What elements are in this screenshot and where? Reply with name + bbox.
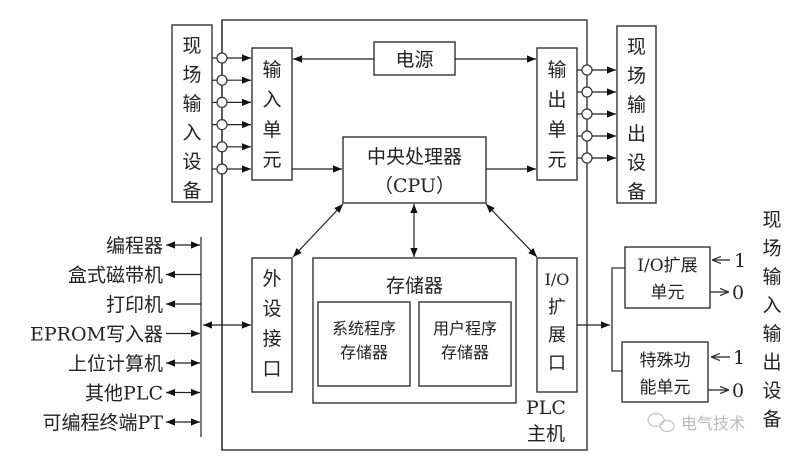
output-terminal bbox=[581, 130, 593, 142]
peripheral-interface-box bbox=[251, 257, 293, 393]
field-io-devices-char: 设 bbox=[762, 380, 781, 402]
plc-main-label: 主机 bbox=[527, 423, 565, 445]
field-input-devices-char: 备 bbox=[182, 180, 201, 202]
output-terminal bbox=[581, 108, 593, 120]
field-output-devices-char: 场 bbox=[627, 65, 646, 87]
cpu-box bbox=[342, 136, 487, 204]
io-expansion-in-value: 1 bbox=[734, 250, 746, 272]
input-terminal bbox=[216, 141, 228, 153]
output-unit-char: 输 bbox=[547, 59, 566, 81]
output-terminal bbox=[581, 86, 593, 98]
field-io-devices-char: 备 bbox=[762, 409, 781, 431]
field-output-devices-char: 设 bbox=[627, 152, 646, 174]
field-output-devices-char: 输 bbox=[627, 94, 646, 116]
wechat-icon bbox=[647, 412, 675, 433]
input-unit-char: 元 bbox=[262, 149, 281, 171]
output-terminal bbox=[581, 152, 593, 164]
special-function-unit-label-2: 能单元 bbox=[640, 378, 691, 398]
peripheral-label: 盒式磁带机 bbox=[68, 265, 163, 287]
power-supply-box bbox=[373, 41, 456, 76]
field-output-devices-char: 出 bbox=[627, 123, 646, 145]
field-input-devices-char: 设 bbox=[182, 151, 201, 173]
input-unit-char: 输 bbox=[262, 59, 281, 81]
field-io-devices-char: 入 bbox=[762, 295, 781, 317]
system-program-memory-box bbox=[317, 301, 411, 387]
user-program-memory-box bbox=[418, 301, 512, 387]
expansion-bracket bbox=[611, 267, 625, 372]
input-terminal bbox=[216, 163, 228, 175]
field-io-devices-char: 输 bbox=[762, 323, 781, 345]
input-unit-char: 入 bbox=[262, 89, 281, 111]
peripheral-label: EPROM写入器 bbox=[30, 324, 163, 346]
input-terminal bbox=[216, 96, 228, 109]
input-unit-box bbox=[251, 47, 293, 181]
memory-label: 存储器 bbox=[386, 275, 443, 297]
field-input-devices-box bbox=[171, 24, 213, 203]
special-function-in-value: 1 bbox=[733, 347, 745, 369]
peripheral-label: 打印机 bbox=[106, 294, 163, 316]
io-port-label-io: I/O bbox=[545, 270, 570, 289]
cpu-label: 中央处理器 bbox=[367, 146, 462, 168]
io-expansion-unit-box bbox=[624, 246, 711, 309]
output-unit-char: 元 bbox=[547, 149, 566, 171]
field-input-devices-char: 现 bbox=[182, 35, 201, 57]
plc-label: PLC bbox=[526, 397, 566, 419]
input-terminal bbox=[216, 52, 228, 64]
field-input-devices-char: 入 bbox=[182, 122, 201, 144]
peripheral-interface-char: 设 bbox=[262, 298, 281, 320]
user-program-label: 用户程序 bbox=[433, 319, 497, 338]
special-function-unit-label: 特殊功 bbox=[640, 351, 691, 371]
watermark: 电气技术 bbox=[647, 412, 745, 433]
field-io-devices-char: 现 bbox=[762, 209, 781, 231]
peripheral-label: 编程器 bbox=[106, 235, 163, 257]
special-function-unit-box bbox=[621, 341, 709, 403]
cpu-abbrev-label: （CPU） bbox=[374, 175, 455, 197]
watermark-text: 电气技术 bbox=[681, 414, 745, 433]
output-terminal bbox=[581, 64, 593, 76]
output-unit-char: 单 bbox=[547, 119, 566, 141]
power-supply-label: 电源 bbox=[395, 49, 433, 71]
input-unit-char: 单 bbox=[262, 119, 281, 141]
peripheral-label: 其他PLC bbox=[85, 383, 163, 405]
output-connections bbox=[577, 64, 616, 164]
io-port-label-2: 扩 bbox=[548, 297, 566, 318]
field-output-devices-char: 备 bbox=[627, 181, 646, 203]
field-input-devices-char: 输 bbox=[182, 93, 201, 115]
peripheral-label: 可编程终端PT bbox=[43, 412, 164, 434]
field-io-devices-char: 场 bbox=[762, 238, 781, 260]
input-connections bbox=[212, 20, 251, 450]
user-program-memory-label: 存储器 bbox=[441, 343, 489, 362]
system-program-memory-label: 存储器 bbox=[340, 343, 388, 362]
cpu-peripheral-arrow bbox=[292, 203, 344, 258]
field-input-devices-char: 场 bbox=[182, 64, 201, 86]
io-expansion-unit-label: I/O扩展 bbox=[637, 256, 697, 276]
io-expansion-unit-label-2: 单元 bbox=[651, 283, 685, 303]
system-program-label: 系统程序 bbox=[332, 319, 396, 338]
peripheral-interface-char: 接 bbox=[262, 328, 281, 350]
peripheral-interface-char: 外 bbox=[262, 268, 281, 290]
io-expansion-port-box bbox=[536, 257, 578, 393]
input-terminal bbox=[216, 118, 228, 131]
input-terminal bbox=[216, 74, 228, 86]
field-output-devices-char: 现 bbox=[627, 36, 646, 58]
io-port-label-3: 展 bbox=[548, 325, 566, 346]
peripheral-interface-char: 口 bbox=[262, 358, 281, 380]
special-function-out-value: 0 bbox=[732, 380, 744, 402]
field-output-devices-box bbox=[616, 25, 657, 204]
io-expansion-out-value: 0 bbox=[732, 282, 744, 304]
field-io-devices-char: 出 bbox=[762, 352, 781, 374]
field-io-devices-char: 输 bbox=[762, 266, 781, 288]
io-port-label-4: 口 bbox=[548, 353, 566, 374]
peripheral-label: 上位计算机 bbox=[68, 353, 163, 375]
output-unit-char: 出 bbox=[547, 89, 566, 111]
cpu-io-expansion-arrow bbox=[485, 203, 538, 258]
